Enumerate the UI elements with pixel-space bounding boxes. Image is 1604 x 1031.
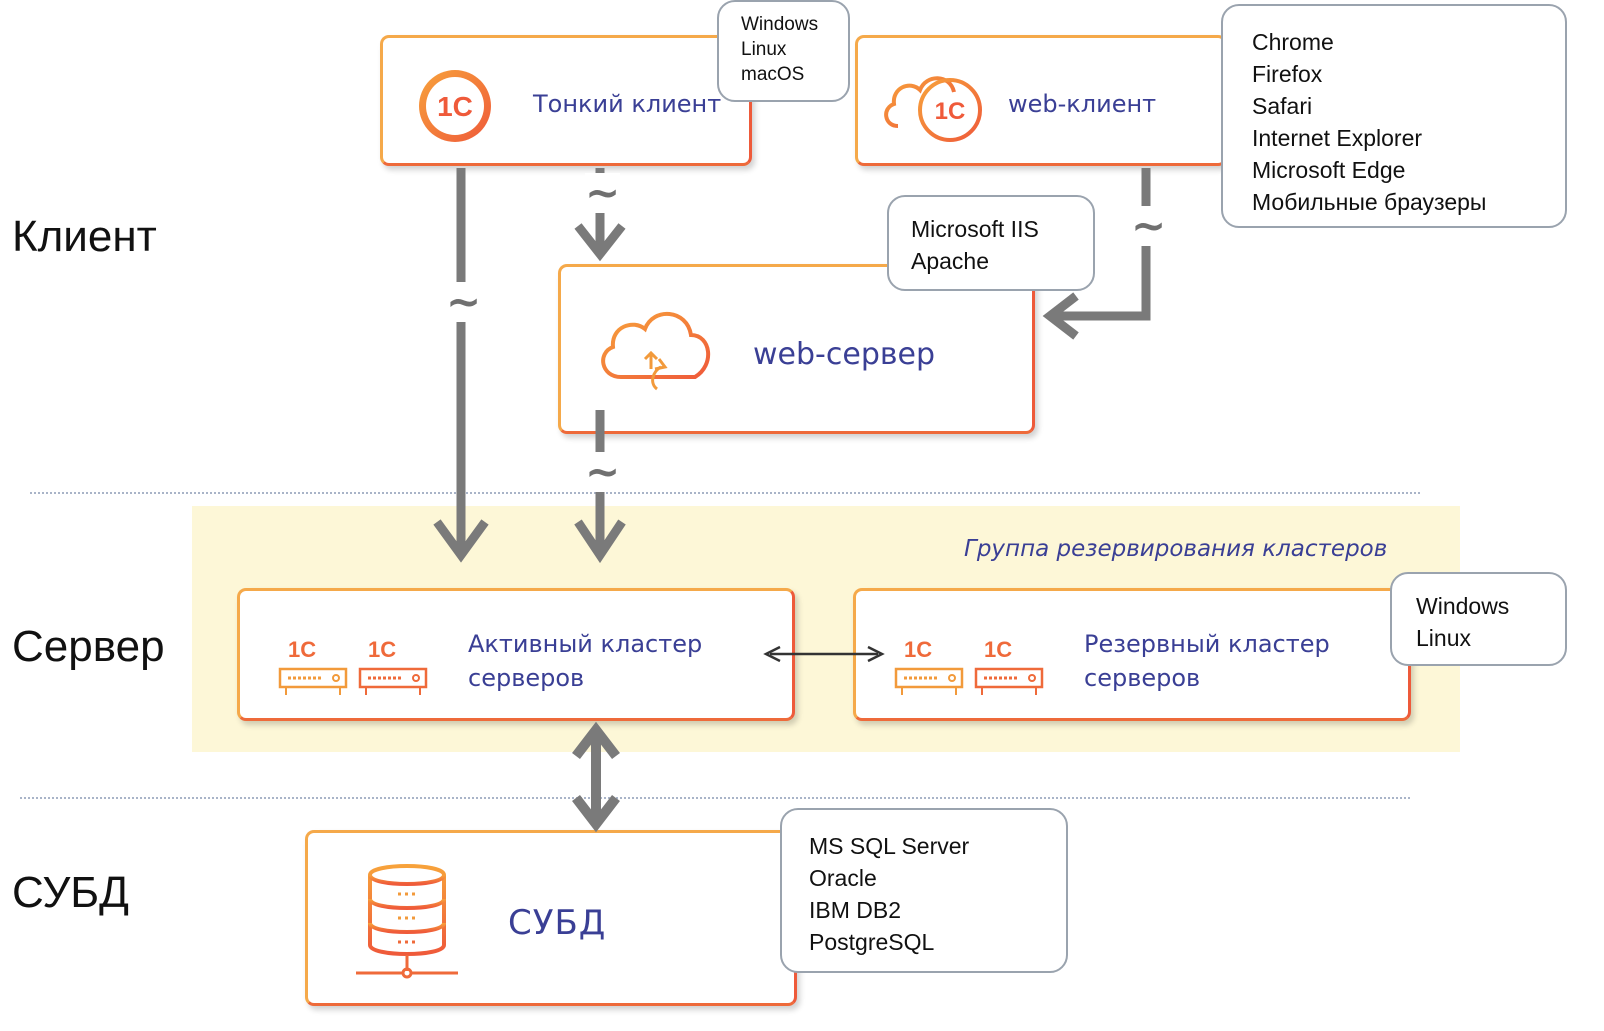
web-server-box: web-сервер: [558, 264, 1035, 434]
svg-text:1С: 1С: [904, 637, 932, 662]
active-cluster-label: Активный кластер серверов: [468, 627, 702, 695]
server-cluster-icon: 1С 1С: [278, 637, 428, 695]
web-server-item: Microsoft IIS: [911, 216, 1039, 242]
reserve-cluster-label-line2: серверов: [1084, 664, 1201, 692]
tier-label-client: Клиент: [12, 212, 157, 261]
svg-text:1С: 1С: [984, 637, 1012, 662]
database-icon: [356, 864, 458, 979]
tier-divider-server-dbms: [20, 797, 1410, 799]
active-cluster-label-line2: серверов: [468, 664, 585, 692]
browser-item: Microsoft Edge: [1252, 157, 1406, 183]
arrow-thin-client-to-webserver-head: [574, 223, 626, 262]
dbms-engine-item: Oracle: [809, 865, 877, 891]
browser-item: Мобильные браузеры: [1252, 189, 1487, 215]
arrow-cluster-replication-head-right: [867, 645, 885, 663]
connection-type-marker: ~: [1131, 201, 1167, 250]
os-item: macOS: [741, 64, 805, 85]
browser-item: Internet Explorer: [1252, 125, 1423, 151]
dbms-engine-item: IBM DB2: [809, 897, 902, 923]
thin-client-label: Тонкий клиент: [533, 90, 722, 118]
dbms-engine-item: PostgreSQL: [809, 929, 935, 955]
arrow-cluster-to-dbms-head-top: [572, 721, 620, 760]
thin-client-box: 1С Тонкий клиент: [380, 35, 752, 166]
os-item: Linux: [1416, 625, 1471, 651]
arrow-web-client-to-webserver-head: [1042, 292, 1079, 340]
cloud-sync-icon: [601, 312, 711, 391]
dbms-box: СУБД: [305, 830, 797, 1006]
cluster-group-label: Группа резервирования кластеров: [964, 536, 1388, 562]
web-server-item: Apache: [911, 248, 990, 274]
browser-item: Safari: [1252, 93, 1313, 119]
active-cluster-label-line1: Активный кластер: [468, 630, 703, 658]
arrow-webserver-to-cluster-head: [574, 519, 626, 564]
reserve-cluster-label-line1: Резервный кластер: [1084, 630, 1330, 658]
onec-logo-icon: 1С: [419, 70, 491, 142]
dbms-engines-callout: MS SQL Server Oracle IBM DB2 PostgreSQL: [780, 808, 1068, 973]
arrow-thin-client-to-cluster-head: [433, 519, 489, 563]
os-item: Linux: [741, 39, 787, 60]
web-server-software-callout: Microsoft IIS Apache: [887, 195, 1095, 291]
connection-type-marker: ~: [585, 168, 621, 217]
dbms-engine-item: MS SQL Server: [809, 833, 970, 859]
svg-text:1С: 1С: [288, 637, 316, 662]
tier-divider-client-server: [30, 492, 1420, 494]
web-client-label: web-клиент: [1008, 90, 1157, 118]
svg-text:1С: 1С: [935, 98, 966, 125]
active-cluster-box: 1С 1С Активный кластер серверов: [237, 588, 795, 721]
tier-label-dbms: СУБД: [12, 868, 129, 917]
svg-text:1С: 1С: [437, 91, 473, 122]
browsers-callout: Chrome Firefox Safari Internet Explorer …: [1221, 4, 1567, 228]
thin-client-os-callout: Windows Linux macOS: [717, 0, 850, 102]
web-server-label: web-сервер: [753, 337, 936, 372]
os-item: Windows: [741, 14, 819, 35]
reserve-cluster-label: Резервный кластер серверов: [1084, 627, 1330, 695]
cloud-onec-logo-icon: 1С: [884, 76, 982, 142]
cluster-os-callout: Windows Linux: [1390, 572, 1567, 666]
connection-type-marker: ~: [585, 447, 621, 496]
reserve-cluster-box: 1С 1С Резервный кластер серверов: [853, 588, 1411, 721]
os-item: Windows: [1416, 593, 1510, 619]
web-client-box: 1С web-клиент: [855, 35, 1227, 166]
connection-type-marker: ~: [446, 277, 482, 326]
browser-item: Chrome: [1252, 29, 1334, 55]
dbms-label: СУБД: [508, 903, 607, 943]
tier-label-server: Сервер: [12, 622, 165, 671]
arrow-cluster-to-dbms-head-bottom: [572, 794, 620, 833]
server-cluster-icon: 1С 1С: [894, 637, 1044, 695]
browser-item: Firefox: [1252, 61, 1323, 87]
arrow-cluster-replication-head-left: [763, 645, 781, 663]
svg-text:1С: 1С: [368, 637, 396, 662]
